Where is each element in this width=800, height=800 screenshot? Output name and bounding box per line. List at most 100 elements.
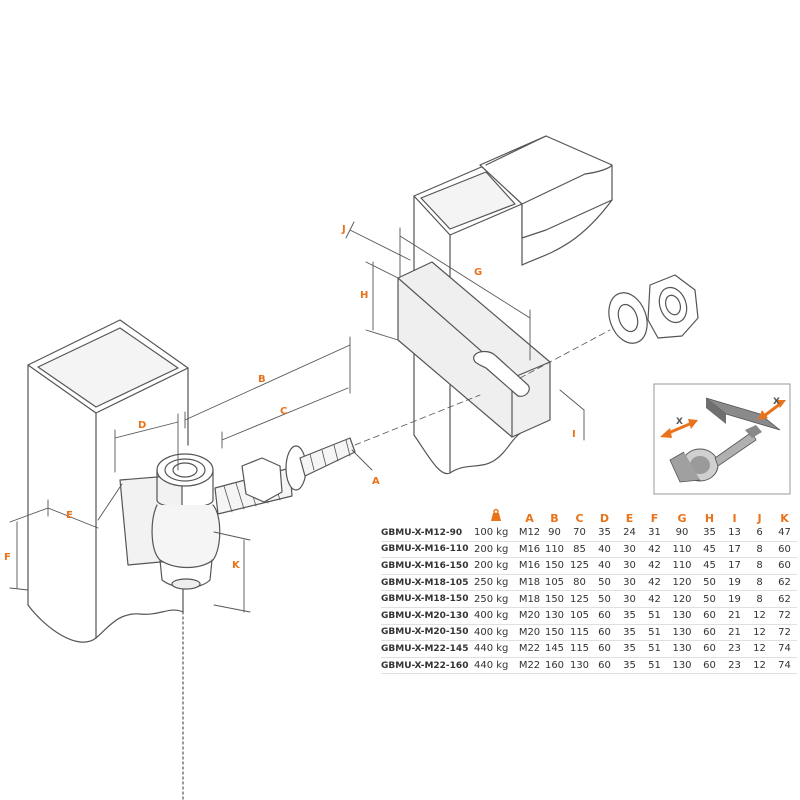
table-cell-e: 24 bbox=[617, 525, 642, 542]
table-cell-i: 19 bbox=[722, 590, 747, 608]
table-cell-d: 50 bbox=[592, 574, 617, 592]
table-cell-i: 21 bbox=[722, 624, 747, 642]
table-cell-b: 90 bbox=[542, 525, 567, 542]
table-cell-c: 125 bbox=[567, 557, 592, 575]
table-cell-e: 35 bbox=[617, 624, 642, 642]
table-cell-model: GBMU-X-M20-150 bbox=[381, 624, 474, 642]
table-cell-c: 115 bbox=[567, 624, 592, 642]
table-cell-weight: 200 kg bbox=[474, 541, 517, 559]
table-cell-e: 30 bbox=[617, 557, 642, 575]
weight-icon bbox=[490, 508, 501, 521]
table-cell-f: 51 bbox=[642, 640, 667, 658]
x-axis-arrow-left bbox=[660, 419, 698, 438]
table-cell-model: GBMU-X-M22-160 bbox=[381, 657, 474, 675]
table-header-i: I bbox=[732, 512, 737, 525]
inset-detail: X X bbox=[653, 383, 791, 495]
table-cell-g: 110 bbox=[667, 557, 697, 575]
hinge-body bbox=[119, 453, 221, 590]
table-cell-g: 130 bbox=[667, 624, 697, 642]
table-cell-a: M12 bbox=[517, 525, 542, 542]
table-cell-k: 72 bbox=[772, 607, 797, 625]
table-cell-d: 60 bbox=[592, 624, 617, 642]
table-cell-a: M18 bbox=[517, 590, 542, 608]
dim-label-e: E bbox=[66, 510, 73, 521]
table-cell-j: 8 bbox=[747, 590, 772, 608]
table-cell-i: 21 bbox=[722, 607, 747, 625]
table-cell-j: 8 bbox=[747, 557, 772, 575]
table-cell-e: 30 bbox=[617, 574, 642, 592]
table-cell-i: 17 bbox=[722, 557, 747, 575]
left-post bbox=[27, 319, 189, 800]
table-cell-d: 60 bbox=[592, 657, 617, 675]
inset-axis-label-left: X bbox=[676, 417, 683, 427]
table-cell-weight: 440 kg bbox=[474, 640, 517, 658]
table-cell-a: M20 bbox=[517, 607, 542, 625]
table-cell-a: M18 bbox=[517, 574, 542, 592]
table-cell-i: 23 bbox=[722, 640, 747, 658]
dim-label-d: D bbox=[138, 420, 146, 431]
table-cell-b: 105 bbox=[542, 574, 567, 592]
table-cell-g: 130 bbox=[667, 607, 697, 625]
table-cell-h: 45 bbox=[697, 541, 722, 559]
table-cell-f: 51 bbox=[642, 607, 667, 625]
table-cell-f: 51 bbox=[642, 624, 667, 642]
table-cell-model: GBMU-X-M16-110 bbox=[381, 541, 474, 559]
dimension-lines bbox=[9, 221, 585, 613]
table-header-weight bbox=[474, 508, 517, 525]
table-cell-c: 80 bbox=[567, 574, 592, 592]
table-cell-k: 74 bbox=[772, 657, 797, 675]
table-cell-g: 120 bbox=[667, 574, 697, 592]
table-cell-k: 62 bbox=[772, 574, 797, 592]
table-cell-h: 45 bbox=[697, 557, 722, 575]
nut bbox=[647, 274, 699, 339]
table-cell-j: 12 bbox=[747, 624, 772, 642]
table-cell-k: 60 bbox=[772, 541, 797, 559]
right-post bbox=[413, 135, 613, 475]
table-cell-model: GBMU-X-M20-130 bbox=[381, 607, 474, 625]
table-cell-b: 150 bbox=[542, 590, 567, 608]
table-cell-d: 40 bbox=[592, 557, 617, 575]
table-cell-weight: 200 kg bbox=[474, 557, 517, 575]
table-cell-c: 70 bbox=[567, 525, 592, 542]
table-cell-a: M22 bbox=[517, 640, 542, 658]
table-cell-g: 130 bbox=[667, 657, 697, 675]
table-header-j: J bbox=[757, 512, 762, 525]
dim-label-c: C bbox=[280, 406, 287, 417]
table-cell-g: 130 bbox=[667, 640, 697, 658]
table-header-model bbox=[381, 508, 474, 525]
table-header-row: A B C D E F G H I J K bbox=[381, 508, 797, 525]
washer bbox=[608, 292, 648, 344]
table-cell-k: 72 bbox=[772, 624, 797, 642]
table-cell-a: M16 bbox=[517, 541, 542, 559]
table-header-d: D bbox=[599, 512, 610, 525]
table-cell-weight: 400 kg bbox=[474, 607, 517, 625]
table-cell-f: 42 bbox=[642, 557, 667, 575]
table-cell-a: M22 bbox=[517, 657, 542, 675]
table-cell-g: 120 bbox=[667, 590, 697, 608]
table-cell-model: GBMU-X-M18-150 bbox=[381, 590, 474, 608]
table-cell-weight: 440 kg bbox=[474, 657, 517, 675]
table-cell-f: 42 bbox=[642, 590, 667, 608]
table-cell-model: GBMU-X-M18-105 bbox=[381, 574, 474, 592]
table-cell-f: 51 bbox=[642, 657, 667, 675]
table-cell-k: 62 bbox=[772, 590, 797, 608]
table-header-e: E bbox=[625, 512, 634, 525]
table-cell-j: 8 bbox=[747, 574, 772, 592]
table-cell-e: 35 bbox=[617, 607, 642, 625]
table-cell-e: 35 bbox=[617, 640, 642, 658]
table-cell-b: 160 bbox=[542, 657, 567, 675]
table-cell-k: 60 bbox=[772, 557, 797, 575]
table-cell-b: 130 bbox=[542, 607, 567, 625]
table-cell-c: 115 bbox=[567, 640, 592, 658]
weld-plate bbox=[397, 261, 551, 438]
table-cell-g: 90 bbox=[667, 525, 697, 542]
table-cell-model: GBMU-X-M22-145 bbox=[381, 640, 474, 658]
hinge-bolt bbox=[214, 329, 611, 515]
table-cell-d: 60 bbox=[592, 607, 617, 625]
